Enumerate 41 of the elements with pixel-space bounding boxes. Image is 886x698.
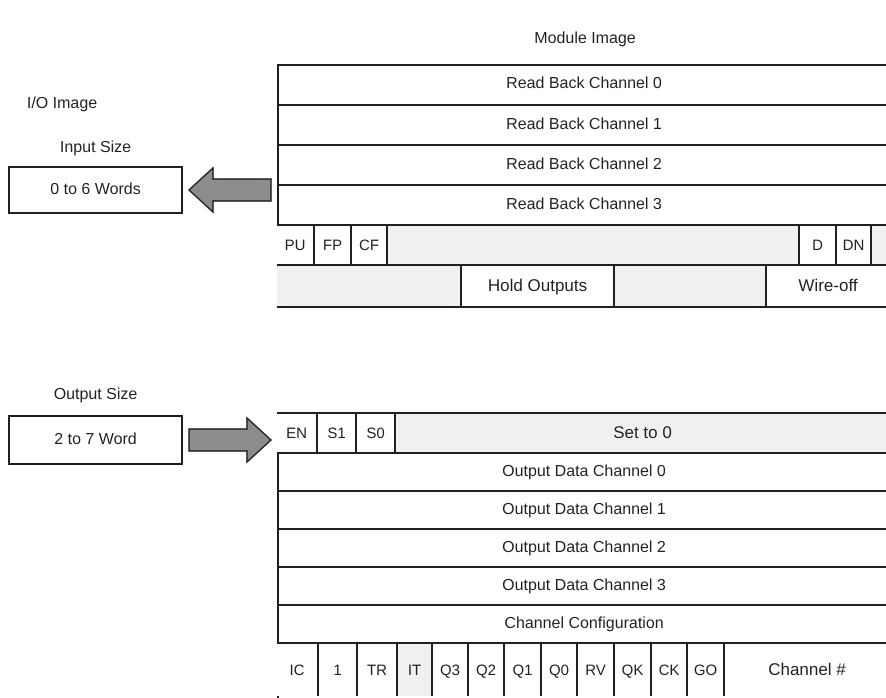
bit-field: Q1	[503, 642, 540, 696]
bit-field: Q2	[467, 642, 503, 696]
size-box: 0 to 6 Words	[8, 166, 183, 214]
register-row: Read Back Channel 2	[279, 144, 886, 184]
bit-field: IC	[277, 642, 317, 696]
diagram-title: Module Image	[533, 30, 637, 48]
bit-field: 1	[317, 642, 356, 696]
bit-field: CK	[650, 642, 686, 696]
register-row: Read Back Channel 0	[279, 64, 886, 104]
bit-field: GO	[686, 642, 723, 696]
bit-field: Wire-off	[765, 264, 886, 306]
bit-field: Q0	[540, 642, 576, 696]
register-row: Output Data Channel 0	[279, 452, 886, 490]
block-arrow	[188, 166, 272, 214]
bit-field: Hold Outputs	[460, 264, 613, 306]
bit-field: CF	[350, 224, 386, 264]
bit-field: S0	[355, 412, 394, 452]
register-row: Read Back Channel 1	[279, 104, 886, 144]
bit-field: Q3	[431, 642, 467, 696]
bit-field: EN	[277, 412, 316, 452]
bit-field: IT	[396, 642, 431, 696]
bit-field: D	[798, 224, 835, 264]
bit-field: FP	[313, 224, 350, 264]
bit-field: TR	[356, 642, 396, 696]
bit-field: QK	[613, 642, 650, 696]
bit-field: Channel #	[723, 642, 886, 696]
size-heading: Output Size	[54, 385, 138, 405]
bit-field: PU	[277, 224, 313, 264]
bit-field: Set to 0	[394, 412, 886, 452]
section-label: I/O Image	[26, 95, 98, 113]
size-box: 2 to 7 Word	[8, 415, 183, 465]
register-row: Output Data Channel 1	[279, 490, 886, 528]
block-arrow	[188, 416, 272, 464]
bit-field: DN	[835, 224, 870, 264]
register-table	[277, 64, 886, 308]
register-row: Output Data Channel 3	[279, 566, 886, 604]
register-table	[277, 414, 886, 698]
size-heading: Input Size	[60, 138, 132, 158]
bit-field: S1	[316, 412, 355, 452]
register-row: Output Data Channel 2	[279, 528, 886, 566]
bit-field: RV	[576, 642, 613, 696]
